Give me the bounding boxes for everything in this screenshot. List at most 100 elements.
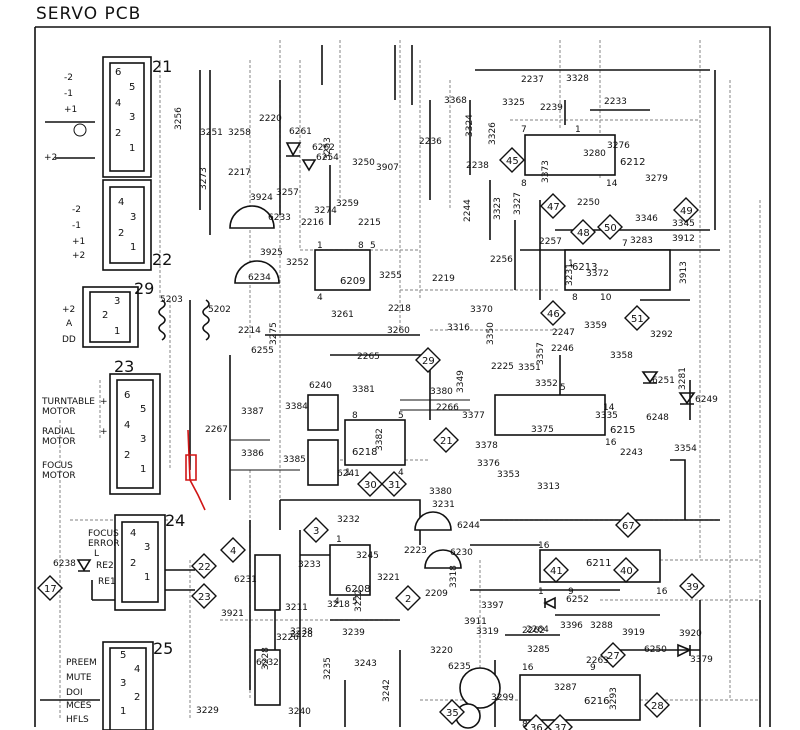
c25-pin-4: 4: [134, 664, 140, 675]
resistor-3299: 3299: [491, 693, 514, 703]
c29-side-label: A: [66, 319, 73, 329]
resistor-3358: 3358: [610, 351, 633, 361]
resistor-3238: 3238: [290, 627, 313, 637]
capacitor-2239: 2239: [540, 103, 563, 113]
resistor-3287: 3287: [554, 683, 577, 693]
c22-pin-2: 2: [118, 228, 124, 239]
c29-pin-2: 2: [102, 310, 108, 321]
resistor-3261: 3261: [331, 310, 354, 320]
resistor-3380: 3380: [430, 387, 453, 397]
diamond-tag-label-46: 46: [547, 309, 560, 320]
c22-pin-1: 1: [130, 242, 136, 253]
resistor-3288: 3288: [590, 621, 613, 631]
capacitor-2217: 2217: [228, 168, 251, 178]
connector-24: [114, 514, 166, 611]
diamond-tag-30: [357, 471, 383, 497]
diamond-tag-label-45: 45: [506, 156, 519, 167]
c25-pin-5: 5: [120, 650, 126, 661]
ic-6211-pin: 1: [538, 587, 544, 597]
ic-6209-label: 6209: [340, 276, 365, 287]
resistor-3378: 3378: [475, 441, 498, 451]
diamond-tag-27: [600, 642, 626, 668]
component-6235: 6235: [448, 662, 471, 672]
ic-6209: [314, 249, 371, 291]
diamond-tag-51: [624, 305, 650, 331]
turntable-motor-label: MOTOR: [42, 407, 76, 417]
diamond-tag-label-22: 22: [198, 562, 211, 573]
resistor-3373: 3373: [541, 160, 551, 183]
page-title: SERVO PCB: [36, 4, 142, 24]
diamond-tag-50: [597, 214, 623, 240]
resistor-3316: 3316: [447, 323, 470, 333]
resistor-3250: 3250: [352, 158, 375, 168]
ic-6211-pin: 16: [656, 587, 668, 597]
resistor-3279: 3279: [645, 174, 668, 184]
resistor-3252: 3252: [286, 258, 309, 268]
ic-6218-pin: 5: [398, 411, 404, 421]
resistor-3352: 3352: [535, 379, 558, 389]
diamond-tag-67: [615, 512, 641, 538]
resistor-3376: 3376: [477, 459, 500, 469]
ic-6208-pin: 1: [336, 535, 342, 545]
resistor-3327: 3327: [513, 192, 523, 215]
ic-6215-pin: 16: [605, 438, 617, 448]
diamond-tag-49: [673, 197, 699, 223]
ic-6208: [329, 544, 371, 596]
c21-pin-3: 3: [129, 112, 135, 123]
resistor-3292: 3292: [650, 330, 673, 340]
diamond-tag-23: [191, 583, 217, 609]
ic-6215-label: 6215: [610, 425, 635, 436]
c24-side-label: RE2: [96, 561, 114, 571]
c23-pin-5: 5: [140, 404, 146, 415]
resistor-3324: 3324: [465, 114, 475, 137]
ic-6212-pin: 8: [521, 179, 527, 189]
resistor-3396: 3396: [560, 621, 583, 631]
capacitor-2263: 2263: [586, 656, 609, 666]
resistor-3386: 3386: [241, 449, 264, 459]
label-group: 2122292324256543214321321654321432154321…: [41, 57, 718, 730]
c23-pin-3: 3: [140, 434, 146, 445]
ic-6211-label: 6211: [586, 558, 611, 569]
c25-side-label: DOI: [66, 688, 83, 698]
diamond-tag-label-35: 35: [446, 708, 459, 719]
resistor-3233: 3233: [298, 560, 321, 570]
diamond-tag-45: [499, 147, 525, 173]
component-6252: 6252: [566, 595, 589, 605]
resistor-3211: 3211: [285, 603, 308, 613]
diamond-tag-label-17: 17: [44, 584, 57, 595]
resistor-3229: 3229: [196, 706, 219, 716]
c22-pin-3: 3: [130, 212, 136, 223]
resistor-3385: 3385: [283, 455, 306, 465]
c29-side-label: +2: [62, 305, 75, 315]
c22-volt-label: -2: [72, 205, 81, 215]
ic-6209-pin: 8: [358, 241, 364, 251]
resistor-3919: 3919: [622, 628, 645, 638]
c22-volt-label: -1: [72, 221, 81, 231]
c24-pin-2: 2: [130, 558, 136, 569]
capacitor-2219: 2219: [432, 274, 455, 284]
diamond-tag-21: [433, 427, 459, 453]
resistor-3285: 3285: [527, 645, 550, 655]
diamond-tag-label-37: 37: [554, 723, 567, 730]
connector-label-21: 21: [152, 57, 172, 76]
c22-volt-label: +2: [72, 251, 85, 261]
resistor-3368: 3368: [444, 96, 467, 106]
capacitor-2237: 2237: [521, 75, 544, 85]
diamond-tag-label-31: 31: [388, 480, 401, 491]
resistor-3397: 3397: [481, 601, 504, 611]
capacitor-2223: 2223: [404, 546, 427, 556]
resistor-3354: 3354: [674, 444, 697, 454]
ic-6208-pin: 4: [334, 597, 340, 607]
capacitor-2215: 2215: [358, 218, 381, 228]
red-probe-trace: [185, 429, 206, 511]
component-6250: 6250: [644, 645, 667, 655]
resistor-3259: 3259: [336, 199, 359, 209]
resistor-3353: 3353: [497, 470, 520, 480]
connector-25: [102, 641, 154, 730]
diamond-tag-group: [37, 147, 705, 730]
capacitor-2266: 2266: [436, 403, 459, 413]
connector-label-23: 23: [114, 357, 134, 376]
transistor-packages: [229, 205, 501, 729]
component-3921: 3921: [221, 609, 244, 619]
